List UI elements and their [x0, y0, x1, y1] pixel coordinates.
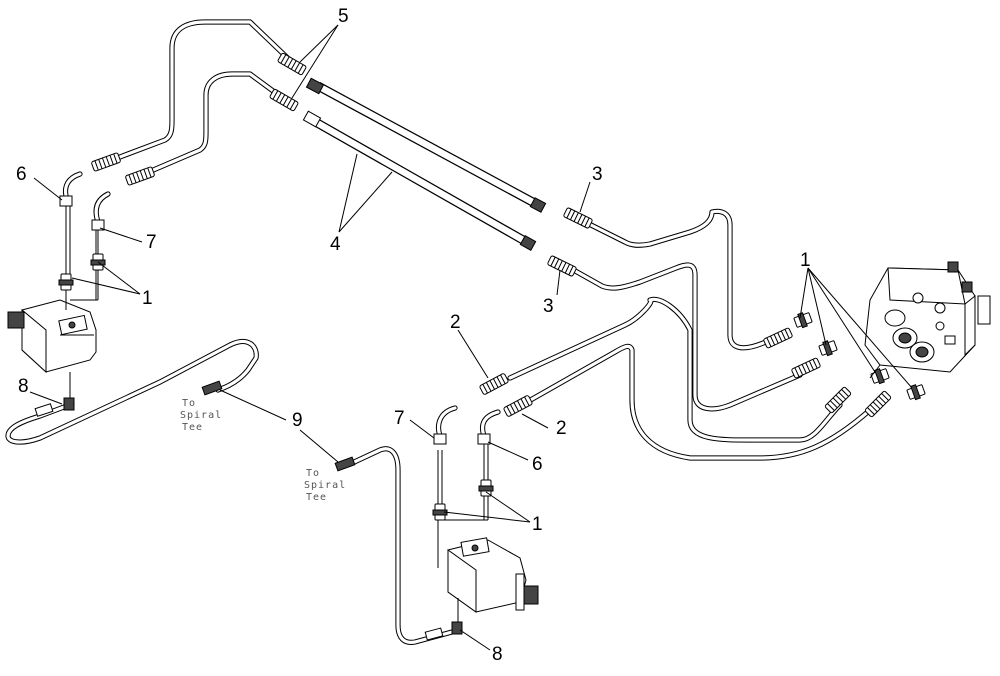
callout-8-center: 8: [492, 644, 503, 665]
hose-upper-left: [109, 19, 299, 163]
note-line: Spiral: [180, 410, 222, 421]
callout-3-lower: 3: [543, 296, 554, 317]
control-valve-block: [864, 261, 991, 379]
note-line: To: [182, 398, 196, 409]
left-hydraulic-motor: [7, 299, 97, 374]
rigid-tube-lower: [309, 116, 533, 248]
callout-1-left: 1: [142, 288, 153, 309]
hose-tube-to-valve-upper: [582, 208, 773, 351]
fitting-valve-4: [864, 390, 892, 418]
callout-6-left: 6: [16, 164, 27, 185]
leader-lines: [29, 24, 913, 651]
note-to-spiral-tee-center: To Spiral Tee: [304, 468, 346, 503]
callout-9: 9: [292, 410, 303, 431]
fitting-item2-upper: [478, 372, 510, 396]
callout-2-upper: 2: [450, 312, 461, 333]
left-case-drain-hose: [5, 338, 259, 445]
note-line: Tee: [306, 492, 327, 503]
hose-center-upper: [507, 296, 843, 443]
callout-1-valve: 1: [800, 250, 811, 271]
callout-1-center: 1: [532, 514, 543, 535]
note-to-spiral-tee-left: To Spiral Tee: [180, 398, 222, 433]
fitting-top-2: [268, 88, 300, 112]
center-case-drain-hose: [334, 446, 463, 645]
hose-tube-to-valve-lower: [567, 262, 803, 412]
left-adapter-a: [58, 273, 74, 291]
callout-4: 4: [330, 234, 341, 255]
center-elbow-7: [433, 405, 458, 445]
left-elbow-6: [59, 171, 83, 207]
tube-nuts: [302, 77, 547, 251]
note-line: Spiral: [304, 480, 346, 491]
callout-7-left: 7: [146, 232, 157, 253]
rigid-tube-upper: [315, 82, 543, 210]
callout-6-center: 6: [532, 454, 543, 475]
adapter-valve-1: [792, 310, 814, 330]
callout-2-lower: 2: [556, 418, 567, 439]
center-elbow-6: [477, 409, 501, 445]
fitting-left-hose-2: [124, 166, 156, 186]
callout-3-upper: 3: [592, 164, 603, 185]
hose-lower-left: [141, 71, 291, 177]
center-hydraulic-motor: [447, 537, 539, 613]
fitting-item3-lower: [546, 254, 578, 278]
fitting-item2-lower: [502, 394, 534, 418]
left-elbow-7: [91, 191, 111, 231]
note-line: Tee: [182, 422, 203, 433]
fitting-top-1: [276, 52, 308, 76]
center-adapter-b: [478, 479, 494, 497]
note-line: To: [306, 468, 320, 479]
adapter-valve-2: [817, 338, 839, 358]
callout-7-center: 7: [394, 408, 405, 429]
fitting-item3-upper: [562, 206, 594, 230]
callout-8-left: 8: [18, 376, 29, 397]
fitting-left-hose-1: [90, 152, 122, 172]
fitting-valve-2: [790, 357, 822, 379]
fitting-valve-1: [762, 327, 794, 349]
adapter-valve-4: [905, 382, 927, 402]
hose-center-lower: [517, 343, 873, 461]
callout-5: 5: [338, 6, 349, 27]
